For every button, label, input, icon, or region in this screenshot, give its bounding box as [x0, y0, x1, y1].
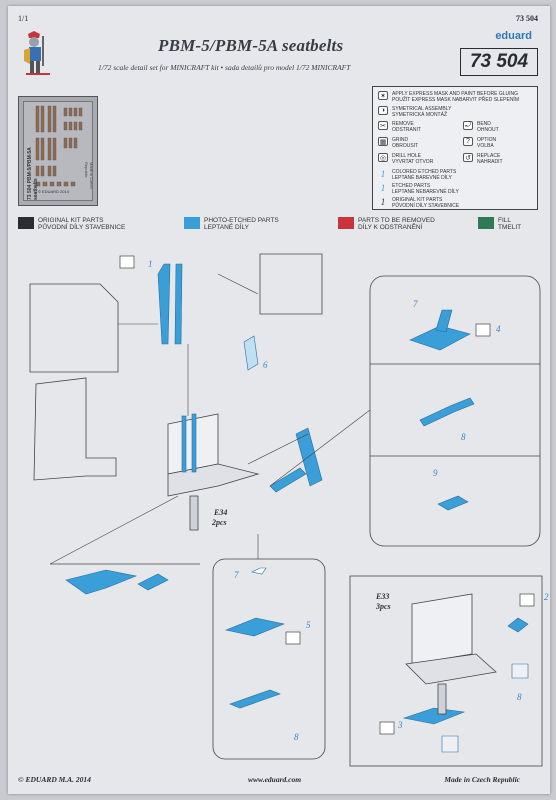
swatch-green: [478, 217, 494, 229]
label-e34: E34: [214, 508, 228, 517]
bend-icon: [285, 631, 301, 645]
drill-icon: ◎: [378, 153, 388, 162]
product-code-box: 73 504: [460, 48, 538, 76]
legend-text: OPTION VOLBA: [477, 137, 497, 149]
option-icon: ?: [463, 137, 473, 146]
legend-text: GRIND OBROUSIT: [392, 137, 419, 149]
bend-icon: [379, 721, 395, 735]
color-key-label: FILL TMELIT: [498, 217, 522, 231]
color-key-kit-parts: ORIGINAL KIT PARTS PŮVODNÍ DÍLY STAVEBNI…: [18, 217, 125, 231]
diagram-frames: [29, 253, 543, 767]
right-steps-box: [369, 275, 541, 547]
bend-icon: [119, 255, 135, 269]
part-number-6: 6: [263, 360, 268, 370]
label-e33: E33: [376, 592, 390, 601]
main-seat-e34: [167, 413, 260, 531]
legend-text: REMOVE ODSTRANIT: [392, 121, 421, 133]
symbol-legend: ✶ APPLY EXPRESS MASK AND PAINT BEFORE GL…: [372, 86, 538, 210]
part-number-7: 7: [413, 299, 418, 309]
seatbelt-parts-blue: [65, 263, 529, 753]
instruction-sheet: 1/1 73 504 PBM-5/PBM-5A seatbelts 1/72 s…: [8, 6, 550, 794]
legend-item-colored-etched: 1 COLORED ETCHED PARTS LEPTANÉ BAREVNÉ D…: [378, 168, 457, 182]
express-mask-icon: ✶: [378, 91, 388, 100]
legend-text: DRILL HOLE VYVRTAT OTVOR: [392, 153, 434, 165]
color-key-label: ORIGINAL KIT PARTS PŮVODNÍ DÍLY STAVEBNI…: [38, 217, 126, 231]
part-number-4: 4: [496, 324, 501, 334]
part-number-8: 8: [461, 432, 466, 442]
detail-callout-left: [29, 283, 119, 373]
bend-icon: ⤾: [463, 121, 473, 130]
detail-callout-top: [259, 253, 323, 315]
page-number: 1/1: [18, 14, 29, 23]
assembly-diagram: [29, 253, 543, 767]
color-key-label: PARTS TO BE REMOVED DÍLY K ODSTRANĚNÍ: [358, 217, 435, 231]
part-number-5: 5: [306, 620, 311, 630]
swatch-dark: [18, 217, 34, 229]
color-key-label: PHOTO-ETCHED PARTS LEPTANÉ DÍLY: [204, 217, 279, 231]
legend-item-kit-parts: 1 ORIGINAL KIT PARTS PŮVODNÍ DÍLY STAVEB…: [378, 196, 460, 210]
swatch-red: [338, 217, 354, 229]
legend-item-bend: ⤾ BEND OHNOUT: [463, 121, 499, 133]
swatch-blue: [184, 217, 200, 229]
bend-icon: [519, 593, 535, 607]
legend-text: ORIGINAL KIT PARTS PŮVODNÍ DÍLY STAVEBNI…: [392, 197, 460, 209]
fret-parts-icon: [35, 105, 83, 187]
remove-icon: ✂: [378, 121, 388, 130]
label-e33-qty: 3pcs: [376, 602, 391, 611]
legend-item-remove: ✂ REMOVE ODSTRANIT: [378, 121, 421, 133]
bottom-middle-box: [212, 558, 326, 760]
fret-copyright: © EDUARD 2014: [38, 189, 69, 194]
part-number-3: 3: [398, 720, 403, 730]
footer-made-in: Made in Czech Republic: [444, 775, 520, 784]
fret-plate: 73 504 PBM-5/PBM-5A seatbelts Made in Cz…: [23, 101, 94, 201]
bend-icon: [475, 323, 491, 337]
bend-markers: [119, 255, 535, 735]
knight-logo-icon: [24, 31, 50, 75]
grind-icon: ▦: [378, 137, 388, 146]
color-key-remove: PARTS TO BE REMOVED DÍLY K ODSTRANĚNÍ: [338, 217, 435, 231]
legend-text: REPLACE NAHRADIT: [477, 153, 503, 165]
colored-etched-icon: 1: [380, 168, 386, 179]
part-number-9: 9: [433, 468, 438, 478]
legend-item-grind: ▦ GRIND OBROUSIT: [378, 137, 418, 149]
legend-text: SYMETRICAL ASSEMBLY SYMETRICKÁ MONTÁŽ: [392, 106, 452, 118]
bottom-right-box: [349, 575, 543, 767]
page-subtitle: 1/72 scale detail set for MINICRAFT kit …: [98, 63, 351, 72]
color-key-fill: FILL TMELIT: [478, 217, 521, 231]
legend-item-symmetrical: ◑ SYMETRICAL ASSEMBLY SYMETRICKÁ MONTÁŽ: [378, 106, 451, 118]
symmetrical-icon: ◑: [378, 106, 388, 115]
legend-item-option: ? OPTION VOLBA: [463, 137, 496, 149]
part-number-8b: 8: [294, 732, 299, 742]
etched-icon: 1: [380, 182, 386, 193]
photo-etched-fret: 73 504 PBM-5/PBM-5A seatbelts Made in Cz…: [18, 96, 98, 206]
legend-text: APPLY EXPRESS MASK AND PAINT BEFORE GLUI…: [392, 91, 519, 103]
seat-reference-left: [33, 377, 117, 481]
leader-lines: [49, 273, 371, 565]
color-legend-bar: ORIGINAL KIT PARTS PŮVODNÍ DÍLY STAVEBNI…: [8, 212, 550, 232]
brand-logo: eduard: [495, 30, 532, 42]
product-code-top: 73 504: [516, 14, 538, 23]
seat-e33: [405, 593, 497, 715]
footer-copyright: © EDUARD M.A. 2014: [18, 775, 91, 784]
legend-item-replace: ↺ REPLACE NAHRADIT: [463, 153, 503, 165]
replace-icon: ↺: [463, 153, 473, 162]
color-key-photo-etched: PHOTO-ETCHED PARTS LEPTANÉ DÍLY: [184, 217, 279, 231]
legend-text: BEND OHNOUT: [477, 121, 499, 133]
page-title: PBM-5/PBM-5A seatbelts: [158, 36, 344, 55]
part-number-8c: 8: [517, 692, 522, 702]
legend-text: ETCHED PARTS LEPTANÉ NEBAREVNÉ DÍLY: [392, 183, 459, 195]
legend-item-etched: 1 ETCHED PARTS LEPTANÉ NEBAREVNÉ DÍLY: [378, 182, 459, 196]
legend-item-drill: ◎ DRILL HOLE VYVRTAT OTVOR: [378, 153, 433, 165]
fret-made-in: Made in Czech Republic: [84, 162, 94, 189]
part-number-1: 1: [148, 259, 153, 269]
label-e34-qty: 2pcs: [212, 518, 227, 527]
part-number-7b: 7: [234, 570, 239, 580]
legend-item-express-mask: ✶ APPLY EXPRESS MASK AND PAINT BEFORE GL…: [378, 91, 519, 103]
footer-website[interactable]: www.eduard.com: [248, 775, 302, 784]
part-number-2: 2: [544, 592, 549, 602]
kit-parts-icon: 1: [380, 196, 386, 207]
legend-text: COLORED ETCHED PARTS LEPTANÉ BAREVNÉ DÍL…: [392, 169, 457, 181]
